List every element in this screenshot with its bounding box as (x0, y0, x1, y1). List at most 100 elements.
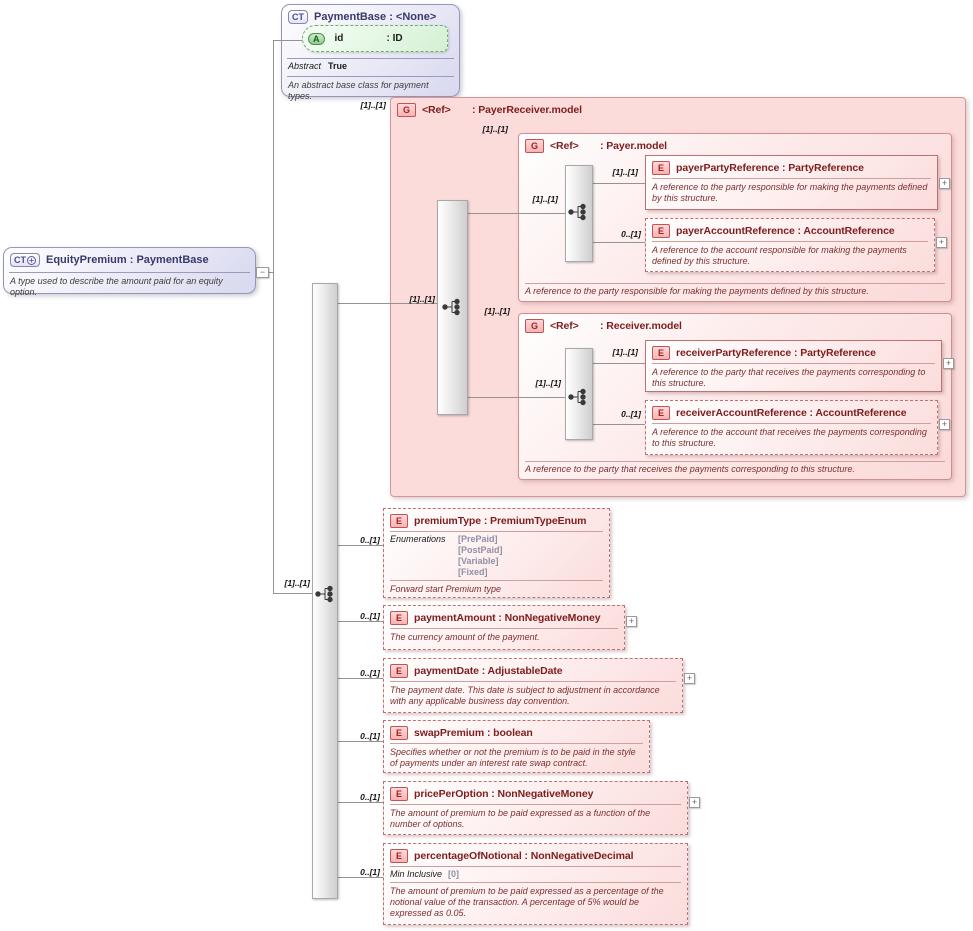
element-icon: E (390, 726, 409, 740)
element-description: The amount of premium to be paid express… (390, 808, 651, 829)
group-payer-description: A reference to the party responsible for… (525, 283, 945, 298)
element-swappremium-box[interactable]: E swapPremium : boolean Specifies whethe… (383, 720, 650, 773)
connector-line (593, 183, 645, 184)
attribute-id-type: : ID (386, 33, 403, 44)
cardinality-label: 0..[1] (360, 731, 380, 741)
element-icon: E (390, 849, 409, 863)
expand-button[interactable]: + (626, 616, 637, 627)
connector-line (268, 272, 273, 273)
expand-button[interactable]: + (943, 358, 954, 369)
connector-line (338, 741, 383, 742)
group-receiver-header: G <Ref> : Receiver.model (519, 314, 951, 336)
cardinality-label: 0..[1] (360, 668, 380, 678)
element-description: Forward start Premium type (390, 584, 502, 594)
type-paymentbase-title: PaymentBase : <None> (314, 11, 437, 23)
connector-line (338, 802, 383, 803)
expand-button[interactable]: + (936, 237, 947, 248)
attribute-icon: A (308, 32, 325, 45)
element-description: A reference to the party that receives t… (652, 367, 926, 388)
connector-line (338, 621, 383, 622)
element-icon: E (652, 161, 671, 175)
collapse-button[interactable]: − (256, 267, 269, 278)
type-paymentbase-description: An abstract base class for payment types… (288, 80, 429, 101)
element-payeraccountreference-box[interactable]: E payerAccountReference : AccountReferen… (645, 218, 935, 272)
group-receiver-description: A reference to the party that receives t… (525, 461, 945, 476)
cardinality-label: [1]..[1] (535, 378, 562, 388)
connector-line (468, 213, 565, 214)
element-icon: E (652, 406, 671, 420)
connector-line (593, 363, 645, 364)
connector-line (273, 40, 274, 593)
element-percentageofnotional-box[interactable]: E percentageOfNotional : NonNegativeDeci… (383, 843, 688, 925)
element-payerpartyreference-box[interactable]: E payerPartyReference : PartyReference A… (645, 155, 938, 210)
connector-line (593, 424, 645, 425)
cardinality-label: 0..[1] (360, 792, 380, 802)
element-description: A reference to the account that receives… (652, 427, 927, 448)
element-description: The payment date. This date is subject t… (390, 685, 660, 706)
connector-line (273, 593, 312, 594)
abstract-facet-row: Abstract True (288, 61, 348, 71)
cardinality-label: 0..[1] (621, 409, 641, 419)
type-equitypremium-title: EquityPremium : PaymentBase (46, 254, 209, 266)
enum-value: [PostPaid] (458, 545, 503, 555)
group-payerreceiver-header: G <Ref> : PayerReceiver.model (391, 98, 965, 120)
expand-button[interactable]: + (939, 178, 950, 189)
expand-button[interactable]: + (689, 797, 700, 808)
sequence-icon (315, 585, 333, 603)
element-icon: E (390, 611, 409, 625)
expand-button[interactable]: + (939, 419, 950, 430)
element-description: A reference to the party responsible for… (652, 182, 928, 203)
element-icon: E (652, 224, 671, 238)
cardinality-label: [1]..[1] (284, 578, 311, 588)
cardinality-label: 0..[1] (360, 867, 380, 877)
cardinality-label: [1]..[1] (612, 167, 639, 177)
attribute-id-name: id (334, 33, 344, 44)
type-equitypremium-header: CT+ EquityPremium : PaymentBase (4, 248, 255, 270)
element-description: The amount of premium to be paid express… (390, 886, 664, 918)
sequence-bar (565, 348, 593, 440)
mininclusive-facet: Min Inclusive [0] (390, 869, 459, 879)
element-icon: E (390, 664, 409, 678)
sequence-icon (568, 388, 586, 406)
connector-line (273, 40, 302, 41)
element-paymentdate-box[interactable]: E paymentDate : AdjustableDate The payme… (383, 658, 683, 713)
connector-line (468, 397, 565, 398)
connector-line (593, 242, 645, 243)
attribute-id-pill[interactable]: A id : ID (302, 25, 448, 52)
enum-value: [Fixed] (458, 567, 488, 577)
element-receiveraccountreference-box[interactable]: E receiverAccountReference : AccountRefe… (645, 400, 938, 455)
connector-line (338, 545, 383, 546)
group-icon: G (397, 103, 417, 117)
element-icon: E (390, 514, 409, 528)
complex-type-icon: CT (288, 10, 308, 24)
group-icon: G (525, 139, 545, 153)
cardinality-label: [1]..[1] (482, 124, 509, 134)
cardinality-label: [1]..[1] (409, 294, 436, 304)
cardinality-label: 0..[1] (621, 229, 641, 239)
complex-type-plus-icon: CT+ (10, 253, 40, 267)
cardinality-label: 0..[1] (360, 611, 380, 621)
element-description: Specifies whether or not the premium is … (390, 747, 636, 768)
sequence-icon (442, 298, 460, 316)
type-paymentbase-header: CT PaymentBase : <None> (282, 5, 459, 27)
connector-line (338, 678, 383, 679)
cardinality-label: 0..[1] (360, 535, 380, 545)
element-priceperoption-box[interactable]: E pricePerOption : NonNegativeMoney The … (383, 781, 688, 835)
cardinality-label: [1]..[1] (484, 306, 511, 316)
cardinality-label: [1]..[1] (360, 100, 387, 110)
connector-line (338, 303, 437, 304)
type-equitypremium-box[interactable]: CT+ EquityPremium : PaymentBase A type u… (3, 247, 256, 297)
sequence-icon (568, 203, 586, 221)
element-paymentamount-box[interactable]: E paymentAmount : NonNegativeMoney The c… (383, 605, 625, 650)
element-premiumtype-box[interactable]: E premiumType : PremiumTypeEnum Enumerat… (383, 508, 610, 598)
expand-button[interactable]: + (684, 673, 695, 684)
enum-value: [PrePaid] (458, 534, 498, 544)
group-icon: G (525, 319, 545, 333)
enum-value: [Variable] (458, 556, 499, 566)
element-receiverpartyreference-box[interactable]: E receiverPartyReference : PartyReferenc… (645, 340, 942, 392)
cardinality-label: [1]..[1] (612, 347, 639, 357)
group-payer-header: G <Ref> : Payer.model (519, 134, 951, 156)
cardinality-label: [1]..[1] (532, 194, 559, 204)
type-equitypremium-description: A type used to describe the amount paid … (10, 276, 223, 297)
